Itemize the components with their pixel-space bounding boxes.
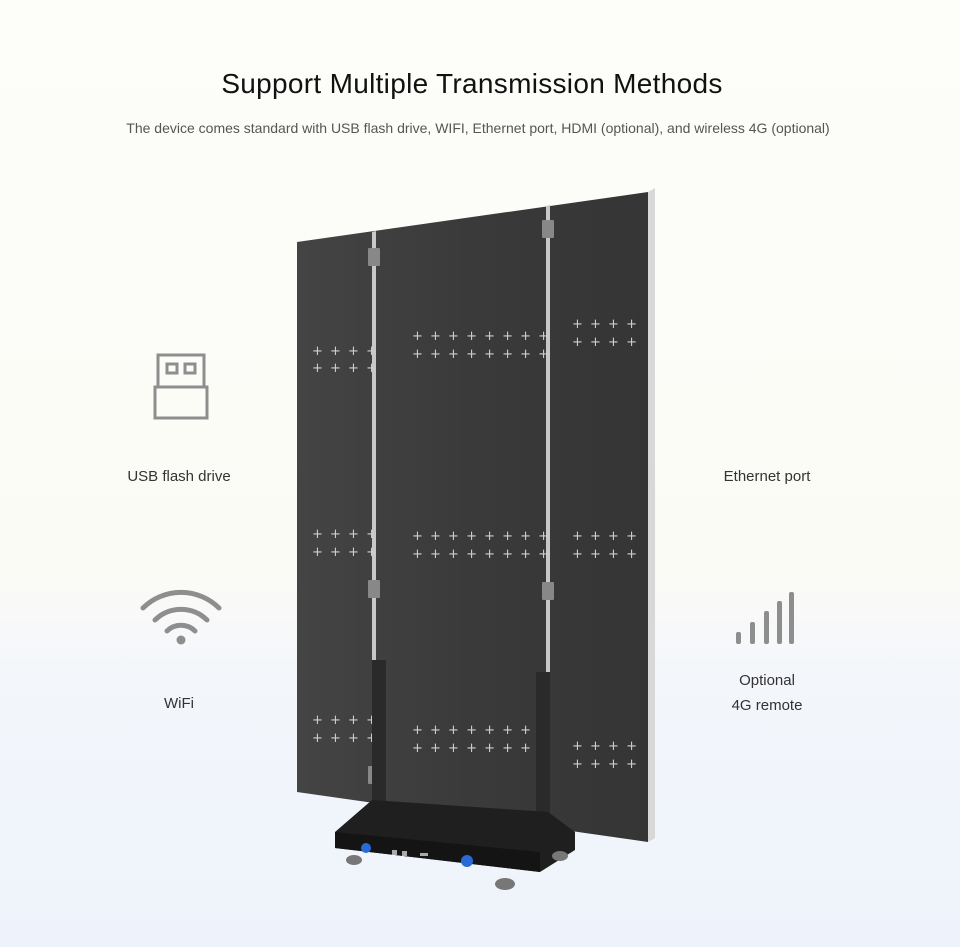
ethernet-label: Ethernet port (723, 468, 811, 485)
signal-bars-icon (736, 592, 794, 644)
remote4g-label-line2: 4G remote (731, 697, 803, 714)
usb-drive-icon (153, 353, 209, 420)
page-subtitle: The device comes standard with USB flash… (126, 120, 830, 136)
page-title: Support Multiple Transmission Methods (221, 68, 723, 99)
remote4g-label-line1: Optional (739, 672, 795, 689)
usb-label: USB flash drive (127, 468, 231, 485)
wifi-icon (140, 589, 222, 645)
wifi-label: WiFi (164, 695, 194, 712)
